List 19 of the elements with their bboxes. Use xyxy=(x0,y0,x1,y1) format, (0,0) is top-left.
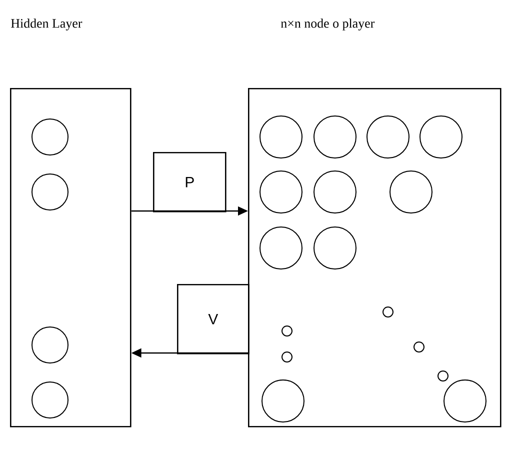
neuron-circle xyxy=(314,226,356,270)
neuron-circle xyxy=(314,116,356,158)
neuron-circle xyxy=(390,170,432,214)
neuron-circle xyxy=(32,326,68,364)
layer-heading: n×n node o player xyxy=(280,18,375,30)
neuron-circle xyxy=(444,380,486,422)
neuron-circle xyxy=(260,170,302,214)
neuron-circle xyxy=(260,226,302,270)
layer-heading: Hidden Layer xyxy=(11,18,82,30)
neuron-circle xyxy=(32,174,68,210)
neuron-circle xyxy=(366,116,410,158)
neuron-circle xyxy=(32,382,68,418)
neuron-circle xyxy=(260,116,302,158)
neuron-circle xyxy=(420,116,462,158)
label-box: P xyxy=(153,152,226,212)
neuron-circle xyxy=(262,380,304,422)
label-box: V xyxy=(177,284,250,354)
neuron-circle xyxy=(32,118,68,156)
neuron-circle xyxy=(314,170,356,214)
